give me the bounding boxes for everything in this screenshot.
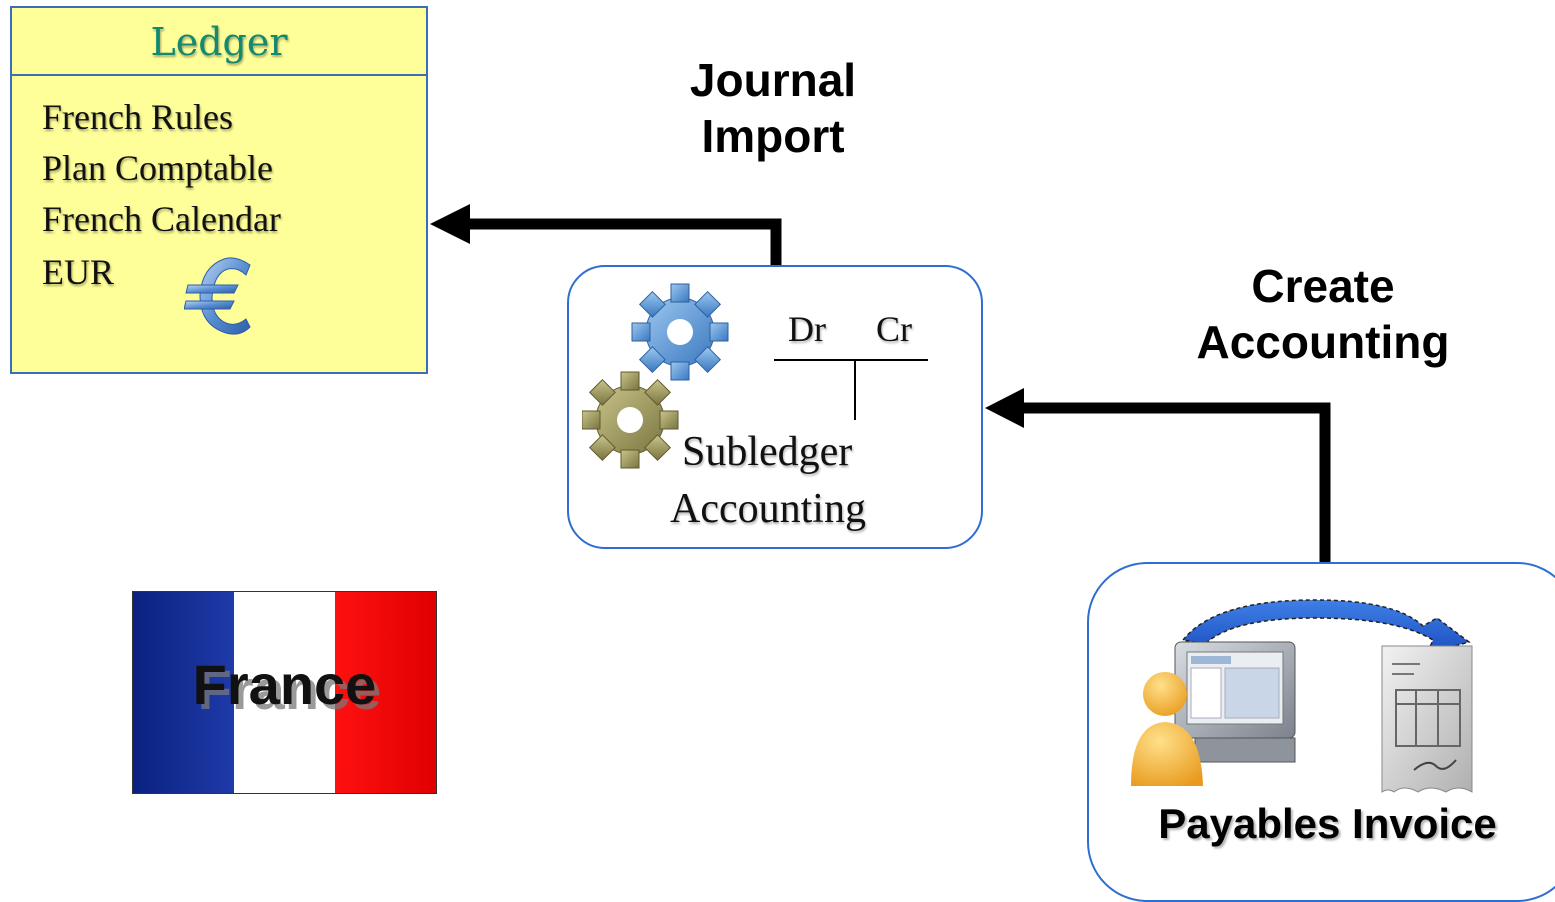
gears-icon: [582, 283, 729, 469]
credit-label: Cr: [876, 309, 912, 349]
connector-arrows: [430, 204, 1331, 562]
ledger-box: Ledger French Rules Plan Comptable Frenc…: [10, 6, 428, 374]
ledger-calendar-line: French Calendar: [42, 199, 281, 239]
journal-import-heading: Journal Import: [658, 52, 888, 164]
t-account-lines: [774, 359, 928, 420]
flag-blue-stripe: [133, 592, 234, 793]
ledger-chart-of-accounts-line: Plan Comptable: [42, 148, 273, 188]
flag-red-stripe: [335, 592, 436, 793]
flag-label: France: [192, 653, 377, 716]
france-flag: [132, 591, 437, 794]
ledger-currency-line: EUR: [42, 252, 114, 292]
create-accounting-arrow-line: [1020, 402, 1331, 562]
user-computer-icon: [1131, 641, 1296, 786]
payables-invoice-label: Payables Invoice: [1158, 800, 1497, 847]
journal-import-arrowhead: [430, 204, 470, 244]
journal-import-line2: Import: [701, 110, 845, 162]
invoice-document-icon: [1381, 645, 1473, 793]
create-accounting-line2: Accounting: [1196, 316, 1450, 368]
euro-icon: [184, 257, 251, 335]
debit-label: Dr: [788, 309, 826, 349]
subledger-label-line2: Accounting: [670, 486, 866, 532]
ledger-title: Ledger: [12, 8, 426, 76]
subledger-label-line1: Subledger: [682, 429, 853, 475]
flag-white-stripe: [234, 592, 335, 793]
journal-import-arrow-line: [466, 218, 782, 265]
create-accounting-line1: Create: [1251, 260, 1395, 312]
ledger-rule-line: French Rules: [42, 97, 233, 137]
create-accounting-arrowhead: [985, 388, 1024, 428]
create-accounting-heading: Create Accounting: [1165, 258, 1481, 370]
journal-import-line1: Journal: [689, 54, 857, 106]
transfer-arrow-icon: [1181, 599, 1471, 656]
